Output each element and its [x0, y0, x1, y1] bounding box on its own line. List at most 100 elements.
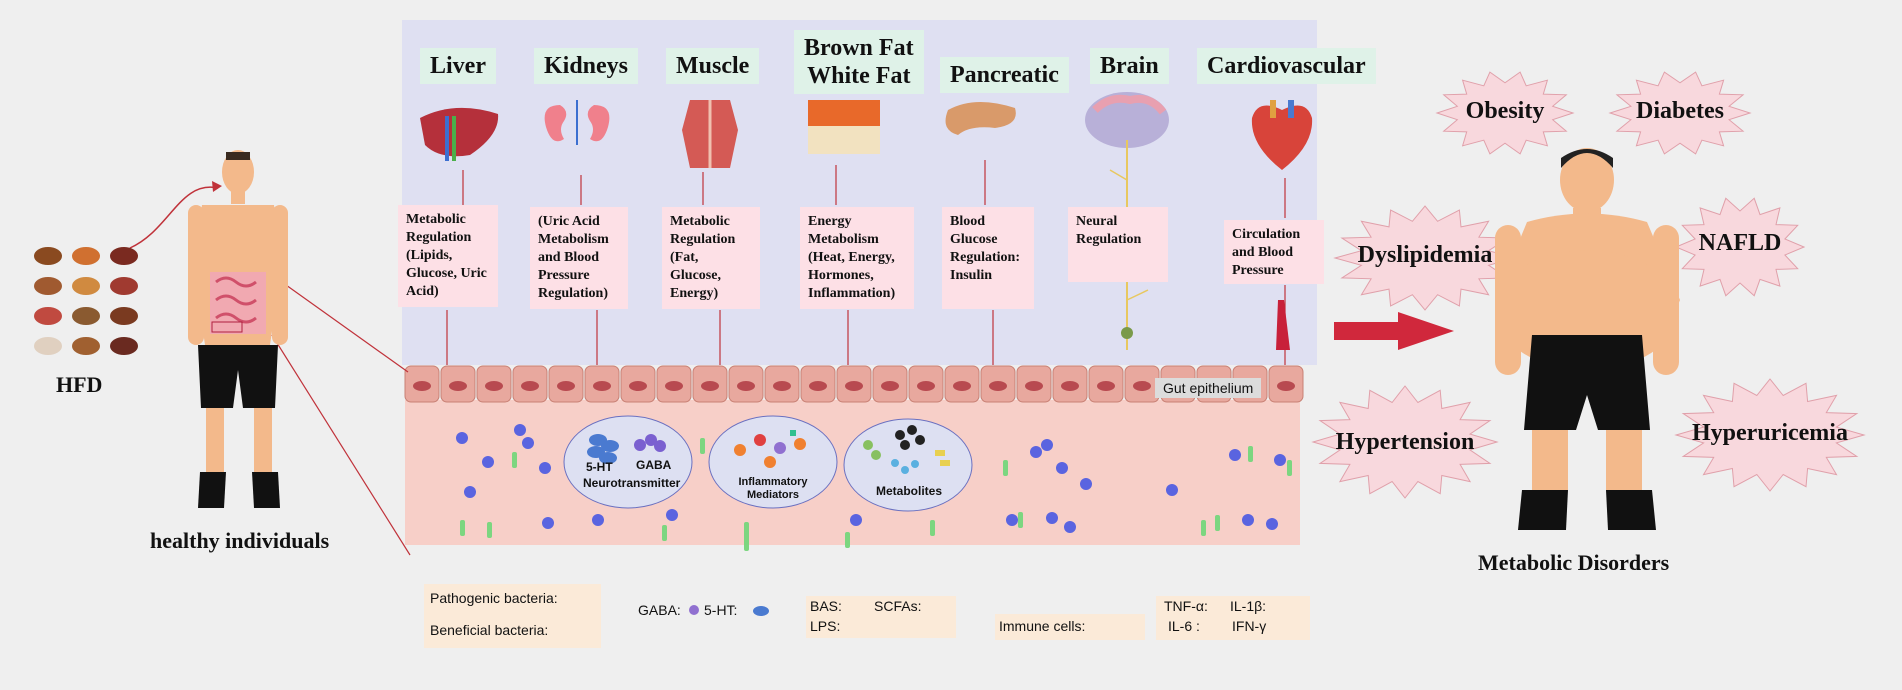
disorder-star-shape	[1333, 205, 1517, 311]
beneficial-bacterium	[662, 525, 667, 541]
pathogenic-bacterium	[1266, 518, 1278, 530]
disorder-obesity: Obesity	[1465, 98, 1545, 124]
legend-cytokines: TNF-α: IL-1β: IL-6 : IFN-γ	[1156, 596, 1310, 640]
disorder-star-shape	[1674, 378, 1866, 492]
pathogenic-bacterium	[456, 432, 468, 444]
connector-lines	[446, 160, 1286, 365]
function-liver: Metabolic Regulation (Lipids, Glucose, U…	[398, 205, 498, 307]
organ-title-muscle: Muscle	[666, 48, 760, 84]
hfd-arrowhead	[212, 181, 222, 192]
epithelial-cell-nucleus	[593, 381, 611, 391]
legend-ifng-label: IFN-γ	[1232, 618, 1267, 634]
healthy-individuals-label: healthy individuals	[150, 528, 330, 553]
inflammatory-molecules	[734, 430, 806, 468]
disorder-stars	[1311, 71, 1866, 499]
beneficial-bacterium	[512, 452, 517, 468]
beneficial-bacterium	[460, 520, 465, 536]
liver-icon	[420, 107, 499, 161]
beneficial-bacterium	[744, 535, 749, 551]
epithelial-cell-nucleus	[953, 381, 971, 391]
pathogenic-bacterium	[522, 437, 534, 449]
legend-immune: Immune cells:	[995, 614, 1145, 640]
food-icon	[110, 247, 138, 265]
beneficial-bacterium	[845, 532, 850, 548]
disorder-diabetes: Diabetes	[1636, 98, 1724, 124]
epithelial-cell-nucleus	[665, 381, 683, 391]
pathogenic-bacterium	[464, 486, 476, 498]
epithelial-cell-nucleus	[701, 381, 719, 391]
metabolites-label: Metabolites	[876, 484, 943, 498]
food-icon	[34, 247, 62, 265]
legend-il6-label: IL-6 :	[1168, 618, 1200, 634]
blood-vessel-icon	[1276, 300, 1290, 350]
legend-beneficial-label: Beneficial bacteria:	[430, 622, 549, 638]
epithelial-cell-nucleus	[989, 381, 1007, 391]
organ-title-cardiovascular: Cardiovascular	[1197, 48, 1376, 84]
legend-scfas-label: SCFAs:	[874, 598, 922, 614]
metabolite-molecules	[863, 425, 950, 474]
epithelial-cell-nucleus	[1133, 381, 1151, 391]
beneficial-bacterium	[1018, 512, 1023, 528]
beneficial-bacterium	[1003, 460, 1008, 476]
legend-gaba-label: GABA:	[638, 602, 681, 618]
pathogenic-bacterium	[1046, 512, 1058, 524]
legend-lps-label: LPS:	[810, 618, 841, 634]
epithelial-cell-nucleus	[629, 381, 647, 391]
disorder-nafld: NAFLD	[1698, 230, 1782, 256]
pathogenic-bacterium	[1242, 514, 1254, 526]
food-icon	[72, 307, 100, 325]
epithelial-cell-nucleus	[737, 381, 755, 391]
disorder-hyperuricemia: Hyperuricemia	[1692, 420, 1848, 446]
disorder-star-shape	[1311, 385, 1499, 499]
pathogenic-bacterium	[850, 514, 862, 526]
organ-title-brain: Brain	[1090, 48, 1169, 84]
pathogenic-bacterium	[1041, 439, 1053, 451]
gut-bacteria	[456, 424, 1292, 551]
legend-tnf-label: TNF-α:	[1164, 598, 1208, 614]
beneficial-bacterium	[1201, 520, 1206, 536]
pathogenic-bacterium	[1056, 462, 1068, 474]
neurotransmitter-molecules	[587, 434, 666, 464]
disorder-hypertension: Hypertension	[1335, 429, 1475, 455]
food-icon	[34, 277, 62, 295]
muscle-icon	[682, 100, 738, 168]
food-icon	[72, 337, 100, 355]
beneficial-bacterium	[700, 438, 705, 454]
pathogenic-bacterium	[666, 509, 678, 521]
epithelial-cell-nucleus	[809, 381, 827, 391]
kidneys-icon	[544, 100, 610, 145]
disorder-dyslipidemia: Dyslipidemia	[1357, 242, 1493, 268]
epithelial-cell-nucleus	[773, 381, 791, 391]
food-icon	[110, 337, 138, 355]
function-fat: Energy Metabolism (Heat, Energy, Hormone…	[800, 207, 914, 309]
hfd-label: HFD	[56, 372, 103, 397]
organ-title-fat-line1: Brown Fat	[804, 35, 914, 61]
zoom-lines	[271, 274, 411, 556]
organ-title-kidneys: Kidneys	[534, 48, 639, 84]
legend-neurotransmitters: GABA: 5-HT:	[632, 598, 780, 624]
pathogenic-bacterium	[1229, 449, 1241, 461]
epithelial-cell-nucleus	[1025, 381, 1043, 391]
food-icon	[34, 307, 62, 325]
pathogenic-bacterium	[514, 424, 526, 436]
pathogenic-bacterium	[539, 462, 551, 474]
disorder-star-shape	[1435, 71, 1575, 155]
beneficial-bacterium	[1215, 515, 1220, 531]
hfd-food-icons	[34, 247, 138, 355]
organ-title-fat-line2: White Fat	[807, 63, 911, 89]
legend-metabolites: BAS: SCFAs: LPS:	[806, 596, 956, 638]
function-muscle: Metabolic Regulation (Fat, Glucose, Ener…	[662, 207, 760, 309]
neurotransmitter-sub-gaba: GABA	[636, 458, 672, 472]
pathogenic-bacterium	[592, 514, 604, 526]
gut-epithelium-label: Gut epithelium	[1155, 378, 1262, 398]
pathogenic-bacterium	[1030, 446, 1042, 458]
epithelial-cell-nucleus	[881, 381, 899, 391]
epithelial-cell-nucleus	[1277, 381, 1295, 391]
pathogenic-bacterium	[1006, 514, 1018, 526]
organ-title-liver: Liver	[420, 48, 496, 84]
food-icon	[110, 307, 138, 325]
immune-cell-icon	[1121, 327, 1133, 339]
function-kidneys: (Uric Acid Metabolism and Blood Pressure…	[530, 207, 628, 309]
beneficial-bacterium	[1248, 446, 1253, 462]
